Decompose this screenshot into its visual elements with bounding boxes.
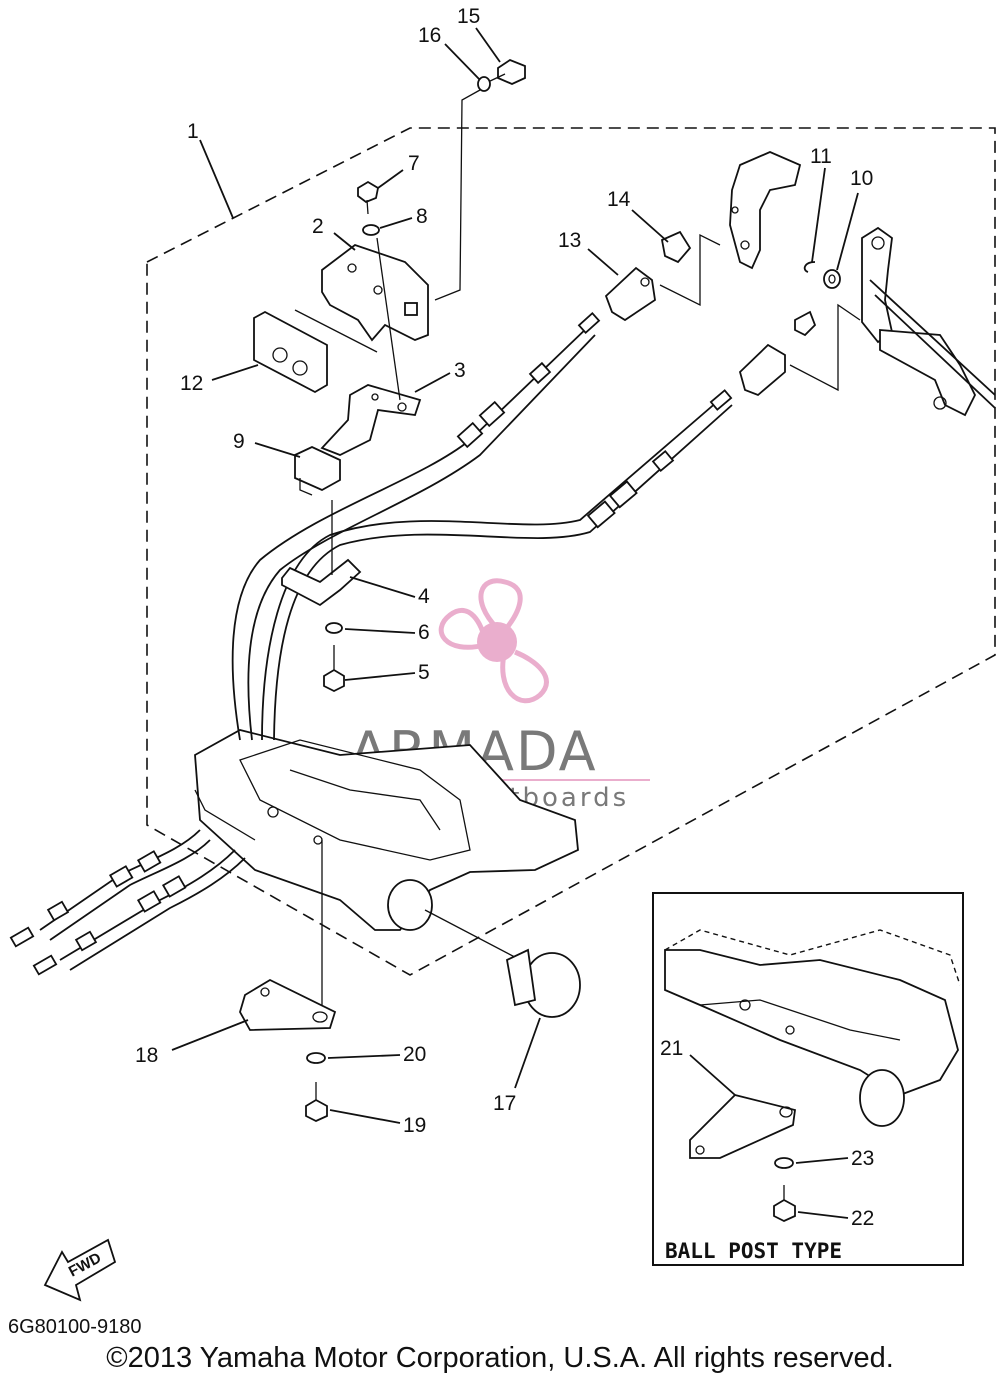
callout-9: 9 <box>233 430 245 453</box>
part-17-knob <box>505 948 581 1018</box>
callout-7: 7 <box>408 152 420 175</box>
part-19-bolt <box>305 1082 328 1122</box>
assembly-boundary <box>146 127 996 976</box>
callout-6: 6 <box>418 621 430 644</box>
throttle-cable <box>261 389 733 741</box>
inset-caption: BALL POST TYPE <box>665 1239 842 1263</box>
part-13-cable-joint <box>604 266 656 322</box>
callout-8: 8 <box>416 205 428 228</box>
callout-4: 4 <box>418 585 430 608</box>
callout-15: 15 <box>457 5 480 28</box>
part-10-washer <box>823 269 841 289</box>
part-9-cable-holder <box>294 446 341 496</box>
leader-lines <box>171 27 859 1219</box>
inset-ball-post-type: BALL POST TYPE <box>652 892 964 1266</box>
callout-14: 14 <box>607 188 631 211</box>
part-18-ball-post-bracket <box>239 978 337 1031</box>
part-3-bracket-plate <box>320 384 422 456</box>
part-4-retainer <box>281 558 362 607</box>
part-8-washer <box>362 224 380 236</box>
part-20-washer <box>306 1052 326 1064</box>
propeller-icon <box>438 578 549 704</box>
fwd-arrow-icon: FWD <box>43 1238 117 1302</box>
callout-13: 13 <box>558 229 581 252</box>
callout-12: 12 <box>180 372 203 395</box>
shift-cable <box>231 311 601 741</box>
callout-5: 5 <box>418 661 430 684</box>
throttle-clip <box>794 310 817 337</box>
callout-21: 21 <box>660 1037 683 1060</box>
part-15-bolt <box>487 58 526 85</box>
callout-1: 1 <box>187 120 199 143</box>
part-12-grommet <box>253 309 378 394</box>
part-2-clamp-cover <box>321 243 429 342</box>
part-14-clip <box>660 230 692 264</box>
callout-2: 2 <box>312 215 324 238</box>
copyright-notice: ©2013 Yamaha Motor Corporation, U.S.A. A… <box>106 1342 894 1374</box>
callout-22: 22 <box>851 1207 874 1230</box>
callout-numbers: 1 2 3 4 5 6 7 8 9 10 11 12 13 14 15 16 1… <box>135 5 874 1230</box>
part-11-circlip <box>803 261 816 273</box>
callout-3: 3 <box>454 359 466 382</box>
callout-19: 19 <box>403 1114 426 1137</box>
diagram-code: 6G80100-9180 <box>8 1316 142 1338</box>
part-7-bolt <box>357 180 380 215</box>
part-6-washer <box>325 622 343 634</box>
throttle-lever-linkage <box>861 226 996 417</box>
callout-20: 20 <box>403 1043 426 1066</box>
part-5-bolt <box>323 645 345 693</box>
callout-23: 23 <box>851 1147 874 1170</box>
shift-lever-linkage <box>729 151 802 270</box>
callout-17: 17 <box>493 1092 516 1115</box>
callout-18: 18 <box>135 1044 158 1067</box>
callout-10: 10 <box>850 167 873 190</box>
throttle-cable-joint <box>738 343 786 397</box>
callout-16: 16 <box>418 24 441 47</box>
callout-11: 11 <box>810 145 832 168</box>
lower-cables <box>9 829 246 976</box>
part-16-washer <box>477 76 491 92</box>
